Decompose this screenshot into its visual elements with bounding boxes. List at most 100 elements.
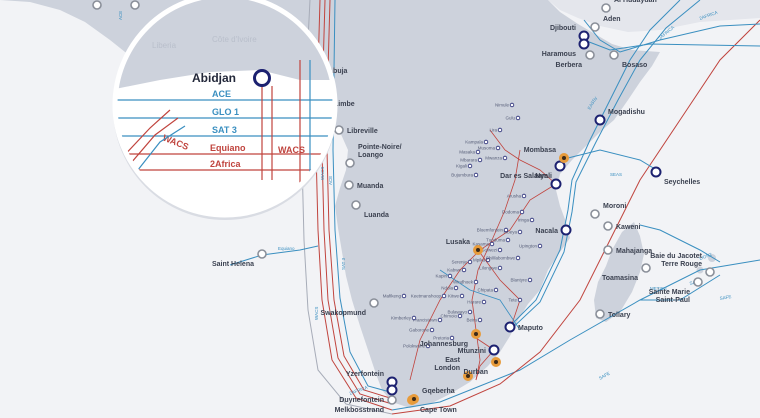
town-kimberley[interactable]: Kimberley	[391, 315, 417, 321]
city-muanda[interactable]: Muanda	[344, 180, 384, 190]
grey-station-icon[interactable]	[351, 200, 361, 210]
town-kitwe[interactable]: Kitwe	[448, 293, 465, 299]
town-dot-icon[interactable]	[447, 273, 453, 279]
city-bosaso[interactable]: Bosaso	[609, 50, 647, 69]
town-dot-icon[interactable]	[505, 237, 511, 243]
grey-station-icon[interactable]	[334, 125, 344, 135]
town-dot-icon[interactable]	[497, 247, 503, 253]
landing-station-icon[interactable]	[488, 344, 500, 356]
town-dot-icon[interactable]	[467, 309, 473, 315]
city-dar-es-salaam[interactable]: Dar es Salaam	[500, 173, 562, 190]
town-dot-icon[interactable]	[481, 299, 487, 305]
city-saint-helena[interactable]: Saint Helena	[212, 249, 267, 268]
landing-station-icon[interactable]	[578, 38, 590, 50]
city-kaweni[interactable]: Kaweni	[603, 221, 641, 231]
town-dot-icon[interactable]	[519, 209, 525, 215]
city-gqeberha[interactable]: Gqeberha	[409, 388, 455, 404]
town-dot-icon[interactable]	[459, 293, 465, 299]
city-lusaka[interactable]: Lusaka	[446, 239, 483, 255]
city-seychelles[interactable]: Seychelles	[650, 166, 701, 187]
town-tunduma[interactable]: Tunduma	[486, 237, 511, 243]
city-mahajanga[interactable]: Mahajanga	[603, 245, 652, 255]
city-durban[interactable]: Durban	[464, 357, 502, 376]
town-windhoek[interactable]: Windhoek	[453, 279, 479, 285]
town-kabwe[interactable]: Kabwe	[447, 267, 467, 273]
grey-station-icon[interactable]	[92, 0, 102, 10]
grey-station-icon[interactable]	[595, 309, 605, 319]
city-haramous[interactable]: Haramous	[542, 38, 590, 59]
town-arusha[interactable]: Arusha	[507, 194, 527, 199]
town-musoma[interactable]: Musoma	[478, 146, 501, 151]
town-dot-icon[interactable]	[467, 163, 473, 169]
town-dot-icon[interactable]	[477, 317, 483, 323]
town-keetmanshoop[interactable]: Keetmanshoop	[411, 294, 447, 299]
grey-station-icon[interactable]	[387, 395, 397, 405]
town-nimule[interactable]: Nimule	[495, 103, 515, 108]
town-ndola[interactable]: Ndola	[441, 286, 459, 291]
town-mafikeng[interactable]: Mafikeng	[383, 293, 407, 299]
grey-station-icon[interactable]	[603, 221, 613, 231]
town-dot-icon[interactable]	[537, 243, 543, 249]
town-dot-icon[interactable]	[429, 327, 435, 333]
town-dot-icon[interactable]	[473, 279, 479, 285]
grey-station-icon[interactable]	[130, 0, 140, 10]
town-dot-icon[interactable]	[457, 313, 463, 319]
town-dot-icon[interactable]	[483, 139, 489, 145]
city-toamasina[interactable]: Toamasina	[602, 263, 651, 282]
town-bulawayo[interactable]: Bulawayo	[447, 309, 473, 315]
city-swakopmund[interactable]: Swakopmund	[320, 298, 379, 317]
town-dot-icon[interactable]	[515, 115, 521, 121]
landing-station-icon[interactable]	[386, 384, 398, 396]
town-tete[interactable]: Tete	[508, 297, 523, 303]
city-melkbosstrand[interactable]: Melkbosstrand	[335, 395, 397, 414]
landing-station-icon[interactable]	[560, 224, 572, 236]
city-mombasa[interactable]: Mombasa	[524, 147, 569, 163]
town-harare[interactable]: Harare	[467, 299, 487, 305]
town-dot-icon[interactable]	[477, 157, 483, 163]
grey-station-icon[interactable]	[344, 180, 354, 190]
town-dot-icon[interactable]	[493, 287, 499, 293]
grey-station-icon[interactable]	[693, 277, 703, 287]
city-tollary[interactable]: Tollary	[595, 309, 631, 319]
city-nacala[interactable]: Nacala	[535, 224, 572, 236]
city-duynefontein[interactable]: Duynefontein	[339, 384, 398, 405]
landing-station-icon[interactable]	[650, 166, 662, 178]
town-solwezi[interactable]: Solwezi	[481, 247, 503, 253]
town-dot-icon[interactable]	[461, 267, 467, 273]
city-mogadishu[interactable]: Mogadishu	[594, 109, 645, 126]
town-chipata[interactable]: Chipata	[477, 287, 499, 293]
city-pointe-noire[interactable]: Pointe-Noire/Loango	[345, 144, 402, 168]
town-dot-icon[interactable]	[517, 297, 523, 303]
town-dot-icon[interactable]	[497, 127, 503, 133]
grey-station-icon[interactable]	[705, 267, 715, 277]
town-dot-icon[interactable]	[401, 293, 407, 299]
town-kampala[interactable]: Kampala	[465, 139, 489, 145]
town-beira[interactable]: Beira	[466, 317, 483, 323]
town-dot-icon[interactable]	[411, 315, 417, 321]
grey-station-icon[interactable]	[641, 263, 651, 273]
landing-station-icon[interactable]	[594, 114, 606, 126]
town-dot-icon[interactable]	[502, 155, 508, 161]
grey-station-icon[interactable]	[590, 22, 600, 32]
town-dot-icon[interactable]	[437, 317, 443, 323]
city-cape-verde[interactable]: CapeVerde	[70, 0, 102, 10]
city-berbera[interactable]: Berbera	[556, 50, 595, 69]
town-dot-icon[interactable]	[529, 217, 535, 223]
grey-station-icon[interactable]	[601, 3, 611, 13]
city-al-hudaydah[interactable]: Al Hudaydah	[601, 0, 657, 13]
town-kapiri[interactable]: Kapiri	[435, 273, 453, 279]
town-francistown[interactable]: Francistown	[413, 317, 443, 323]
town-dot-icon[interactable]	[527, 277, 533, 283]
town-gaborone[interactable]: Gaborone	[409, 327, 435, 333]
grey-station-icon[interactable]	[369, 298, 379, 308]
landing-station-icon[interactable]	[504, 321, 516, 333]
town-blantyre[interactable]: Blantyre	[510, 277, 533, 283]
town-lilongwe[interactable]: Lilongwe	[479, 266, 503, 271]
grey-station-icon[interactable]	[609, 50, 619, 60]
town-polokwane[interactable]: Polokwane	[403, 344, 431, 349]
town-masaka[interactable]: Masaka	[459, 150, 481, 155]
town-dot-icon[interactable]	[503, 227, 509, 233]
town-dodoma[interactable]: Dodoma	[502, 209, 525, 215]
town-mbarara[interactable]: Mbarara	[460, 157, 483, 163]
